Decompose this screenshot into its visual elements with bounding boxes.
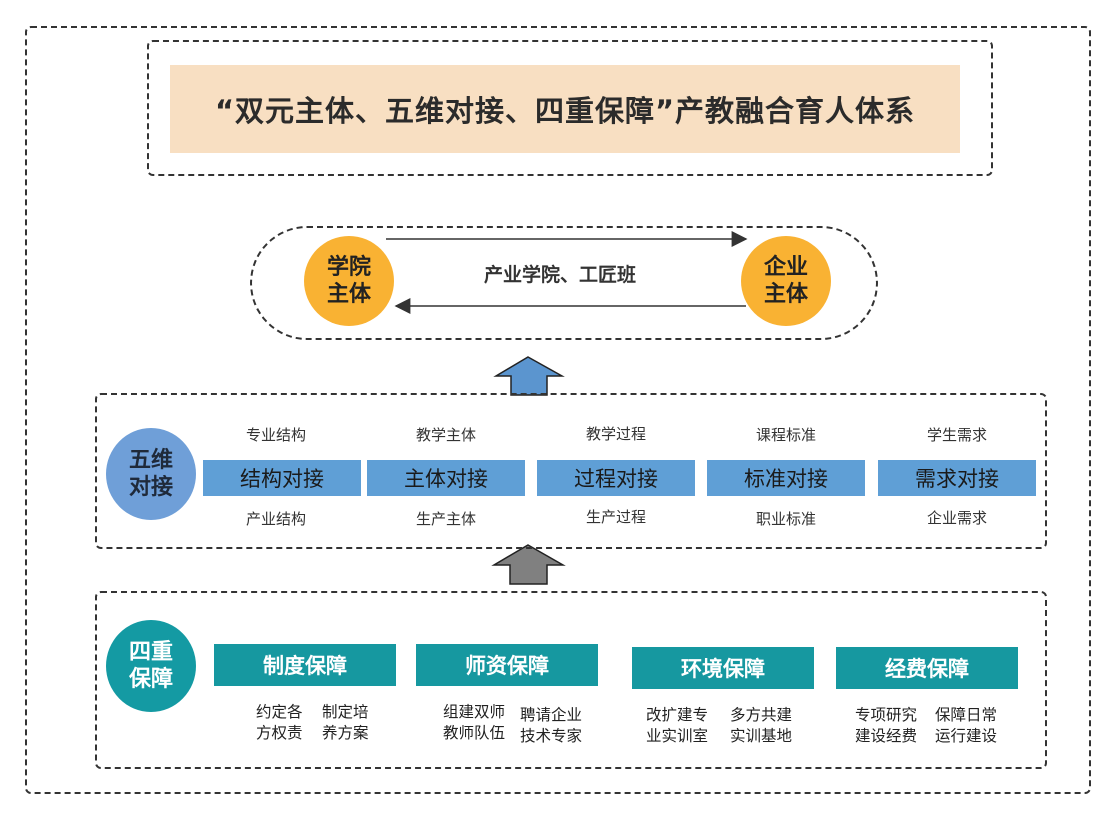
dock-bottom-label: 生产主体 (415, 510, 476, 528)
four-guarantee-frame (95, 591, 1047, 769)
guarantee-item: 改扩建专 业实训室 (646, 706, 709, 745)
dock-bottom-label: 产业结构 (245, 510, 306, 528)
college-entity-circle: 学院 主体 (304, 236, 394, 326)
dual-entity-frame (250, 226, 878, 340)
dock-bottom-label: 职业标准 (755, 510, 816, 528)
dock-top-label: 教学过程 (585, 425, 646, 443)
guarantee-bar-system: 制度保障 (214, 644, 396, 686)
five-dimension-circle: 五维 对接 (106, 428, 196, 520)
guarantee-item: 约定各 方权责 (256, 703, 303, 742)
dock-bottom-label: 生产过程 (585, 508, 646, 526)
dock-top-label: 学生需求 (926, 426, 987, 444)
dock-bar-structure: 结构对接 (203, 460, 361, 496)
dock-bottom-label: 企业需求 (926, 509, 987, 527)
dock-bar-standard: 标准对接 (707, 460, 865, 496)
guarantee-item: 多方共建 实训基地 (730, 706, 793, 745)
guarantee-item: 聘请企业 技术专家 (520, 706, 583, 745)
dock-top-label: 教学主体 (415, 426, 476, 444)
dock-bar-process: 过程对接 (537, 460, 695, 496)
page-title: “双元主体、五维对接、四重保障”产教融合育人体系 (170, 65, 960, 153)
bridge-label: 产业学院、工匠班 (483, 263, 636, 286)
up-arrow-gray (491, 544, 566, 585)
guarantee-bar-environment: 环境保障 (632, 647, 814, 689)
enterprise-entity-circle: 企业 主体 (741, 236, 831, 326)
dock-top-label: 课程标准 (755, 426, 816, 444)
up-arrow-blue (493, 356, 565, 396)
dock-bar-subject: 主体对接 (367, 460, 525, 496)
guarantee-bar-faculty: 师资保障 (416, 644, 598, 686)
dock-top-label: 专业结构 (245, 426, 306, 444)
dock-bar-demand: 需求对接 (878, 460, 1036, 496)
five-dimension-frame (95, 393, 1047, 549)
title-frame (147, 40, 993, 176)
guarantee-item: 保障日常 运行建设 (935, 706, 998, 745)
guarantee-item: 专项研究 建设经费 (855, 706, 918, 745)
guarantee-item: 组建双师 教师队伍 (443, 703, 506, 742)
guarantee-item: 制定培 养方案 (322, 703, 369, 742)
guarantee-bar-funding: 经费保障 (836, 647, 1018, 689)
four-guarantee-circle: 四重 保障 (106, 620, 196, 712)
outer-frame (25, 26, 1091, 794)
